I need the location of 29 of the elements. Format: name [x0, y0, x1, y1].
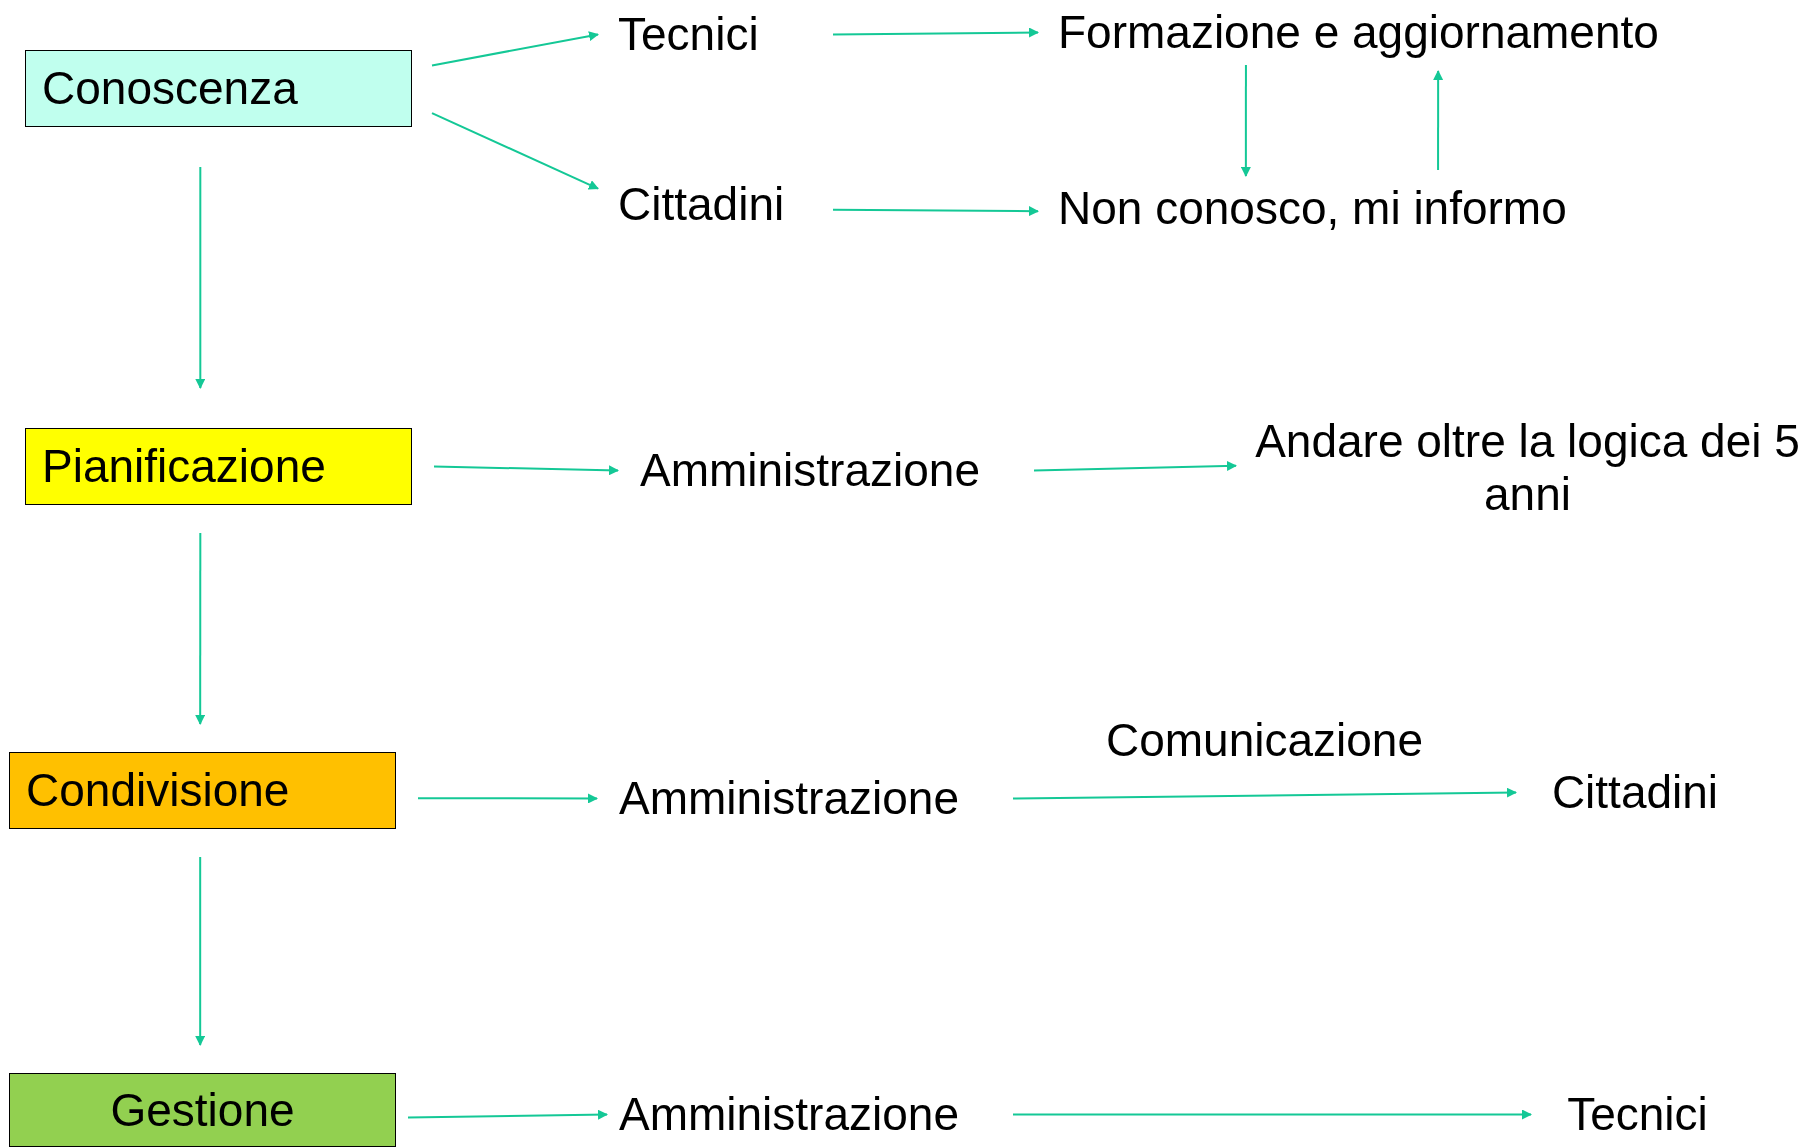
node-text: Cittadini [618, 178, 813, 231]
node-text: Formazione e aggiornamento [1058, 6, 1778, 59]
arrow [431, 112, 599, 190]
arrow [1433, 70, 1444, 171]
arrow [195, 856, 206, 1046]
node-text: Tecnici [618, 8, 813, 61]
arrow [195, 166, 206, 389]
node-text: Amministrazione [640, 444, 1020, 497]
arrow [1012, 1109, 1532, 1120]
node-text: Amministrazione [619, 1088, 999, 1141]
arrow [832, 206, 1039, 217]
process-box: Conoscenza [25, 50, 412, 127]
process-box: Condivisione [9, 752, 396, 829]
arrow [433, 465, 619, 476]
arrow [1033, 460, 1237, 472]
node-text: Andare oltre la logica dei 5 anni [1250, 412, 1805, 524]
arrow [417, 793, 598, 804]
arrow [1012, 787, 1517, 800]
arrow [407, 1109, 608, 1120]
arrow [431, 31, 599, 67]
arrow [195, 532, 206, 725]
arrow [832, 27, 1039, 38]
node-text: Cittadini [1530, 766, 1740, 819]
process-box: Pianificazione [25, 428, 412, 505]
node-text: Non conosco, mi informo [1058, 182, 1678, 235]
process-box: Gestione [9, 1073, 396, 1147]
node-text: Tecnici [1545, 1088, 1730, 1141]
arrow [1240, 64, 1251, 177]
node-text: Amministrazione [619, 772, 999, 825]
